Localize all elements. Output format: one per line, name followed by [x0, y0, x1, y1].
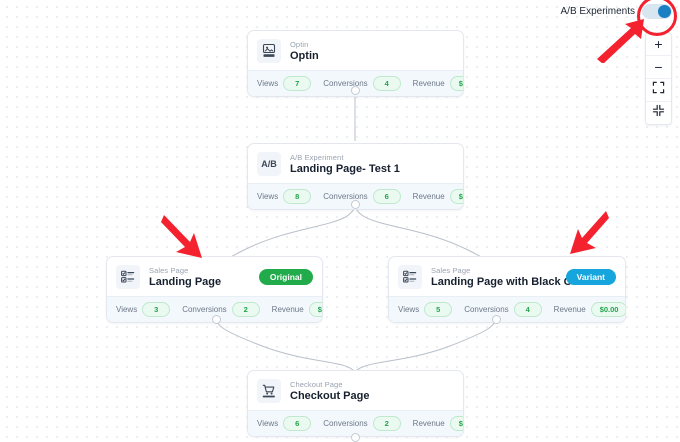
stat-revenue-label: Revenue [412, 191, 445, 201]
stat-views-value: 5 [424, 302, 453, 317]
node-landing-page-kind: Sales Page [149, 265, 189, 275]
handle-checkout-bottom[interactable] [351, 433, 360, 442]
node-optin[interactable]: Optin Optin Views 7 Conversions 4 Revenu… [247, 30, 464, 97]
handle-experiment-bottom[interactable] [351, 200, 360, 209]
stat-revenue: Revenue $0.00 [412, 189, 463, 204]
node-checkout-kind: Checkout Page [290, 379, 343, 389]
stat-views-value: 3 [142, 302, 171, 317]
node-landing-page-black-cta[interactable]: Sales Page Landing Page with Black CTA V… [388, 256, 626, 323]
node-landing-page-black-cta-stats: Views 5 Conversions 4 Revenue $0.00 [389, 296, 625, 322]
handle-optin-bottom[interactable] [351, 86, 360, 95]
toggle-knob [658, 5, 671, 18]
stat-revenue-label: Revenue [412, 418, 445, 428]
stat-revenue-label: Revenue [412, 78, 445, 88]
stat-views-label: Views [116, 304, 138, 314]
stat-views-value: 8 [283, 189, 312, 204]
zoom-toolbar: + − [645, 32, 672, 125]
node-optin-header[interactable]: Optin Optin [248, 31, 463, 70]
node-ab-experiment-header[interactable]: A/B A/B Experiment Landing Page- Test 1 [248, 144, 463, 183]
stat-views-label: Views [257, 78, 279, 88]
ab-icon: A/B [257, 152, 281, 176]
sales-page-icon [116, 265, 140, 289]
ab-experiments-toggle[interactable] [642, 4, 672, 19]
stat-revenue-value: $0.00 [449, 76, 463, 91]
fullscreen-button[interactable] [646, 102, 671, 124]
node-ab-experiment-name: Landing Page- Test 1 [290, 162, 400, 175]
node-landing-page-black-cta-name: Landing Page with Black CTA [431, 275, 586, 288]
stat-views-label: Views [398, 304, 420, 314]
stat-views: Views 6 [257, 416, 312, 431]
stat-conversions: Conversions 2 [323, 416, 401, 431]
handle-variant-bottom[interactable] [492, 315, 501, 324]
stat-conversions-label: Conversions [464, 304, 509, 314]
stat-conversions-value: 4 [372, 76, 401, 91]
status-badge-variant: Variant [565, 268, 616, 285]
node-landing-page-name: Landing Page [149, 275, 222, 288]
stat-views: Views 7 [257, 76, 312, 91]
node-landing-page[interactable]: Sales Page Landing Page Original Views 3… [106, 256, 323, 323]
ab-experiments-label: A/B Experiments [560, 5, 635, 17]
stat-conversions: Conversions 4 [323, 76, 401, 91]
stat-conversions: Conversions 6 [323, 189, 401, 204]
node-ab-experiment[interactable]: A/B A/B Experiment Landing Page- Test 1 … [247, 143, 464, 210]
stat-revenue: Revenue $0.00 [553, 302, 625, 317]
stat-views-label: Views [257, 191, 279, 201]
stat-views: Views 8 [257, 189, 312, 204]
stat-views-value: 6 [283, 416, 312, 431]
expand-icon [652, 104, 665, 122]
stat-revenue: Revenue $163.98 [412, 416, 463, 431]
stat-revenue: Revenue $0.00 [271, 302, 322, 317]
stat-revenue-value: $0.00 [590, 302, 625, 317]
stat-conversions-value: 2 [231, 302, 260, 317]
fit-view-icon [652, 81, 665, 99]
node-landing-page-black-cta-kind: Sales Page [431, 265, 471, 275]
header-controls: A/B Experiments [561, 4, 672, 19]
sales-page-icon [398, 265, 422, 289]
node-optin-kind: Optin [290, 39, 309, 49]
stat-conversions-label: Conversions [182, 304, 227, 314]
stat-views-label: Views [257, 418, 279, 428]
status-badge-original: Original [258, 268, 313, 285]
stat-revenue-value: $0.00 [308, 302, 322, 317]
stat-conversions-label: Conversions [323, 191, 368, 201]
stat-conversions-label: Conversions [323, 78, 368, 88]
stat-conversions: Conversions 4 [464, 302, 542, 317]
stat-conversions-value: 6 [372, 189, 401, 204]
stat-conversions-label: Conversions [323, 418, 368, 428]
minus-icon: − [654, 59, 663, 75]
stat-views-value: 7 [283, 76, 312, 91]
node-checkout[interactable]: Checkout Page Checkout Page Views 6 Conv… [247, 370, 464, 437]
zoom-in-button[interactable]: + [646, 33, 671, 56]
image-page-icon [257, 39, 281, 63]
stat-conversions-value: 2 [372, 416, 401, 431]
stat-revenue-label: Revenue [271, 304, 304, 314]
stat-revenue: Revenue $0.00 [412, 76, 463, 91]
cart-icon [257, 379, 281, 403]
handle-landing-bottom[interactable] [212, 315, 221, 324]
node-ab-experiment-kind: A/B Experiment [290, 152, 344, 162]
plus-icon: + [654, 36, 663, 52]
node-checkout-header[interactable]: Checkout Page Checkout Page [248, 371, 463, 410]
stat-revenue-label: Revenue [553, 304, 586, 314]
node-checkout-stats: Views 6 Conversions 2 Revenue $163.98 [248, 410, 463, 436]
fit-view-button[interactable] [646, 79, 671, 102]
node-landing-page-black-cta-header[interactable]: Sales Page Landing Page with Black CTA V… [389, 257, 625, 296]
stat-conversions-value: 4 [513, 302, 542, 317]
stat-revenue-value: $163.98 [449, 416, 463, 431]
node-landing-page-header[interactable]: Sales Page Landing Page Original [107, 257, 322, 296]
node-optin-stats: Views 7 Conversions 4 Revenue $0.00 [248, 70, 463, 96]
node-checkout-name: Checkout Page [290, 389, 370, 402]
node-optin-name: Optin [290, 49, 319, 62]
zoom-out-button[interactable]: − [646, 56, 671, 79]
stat-conversions: Conversions 2 [182, 302, 260, 317]
ab-icon-text: A/B [261, 159, 277, 169]
stat-views: Views 5 [398, 302, 453, 317]
stat-views: Views 3 [116, 302, 171, 317]
stat-revenue-value: $0.00 [449, 189, 463, 204]
